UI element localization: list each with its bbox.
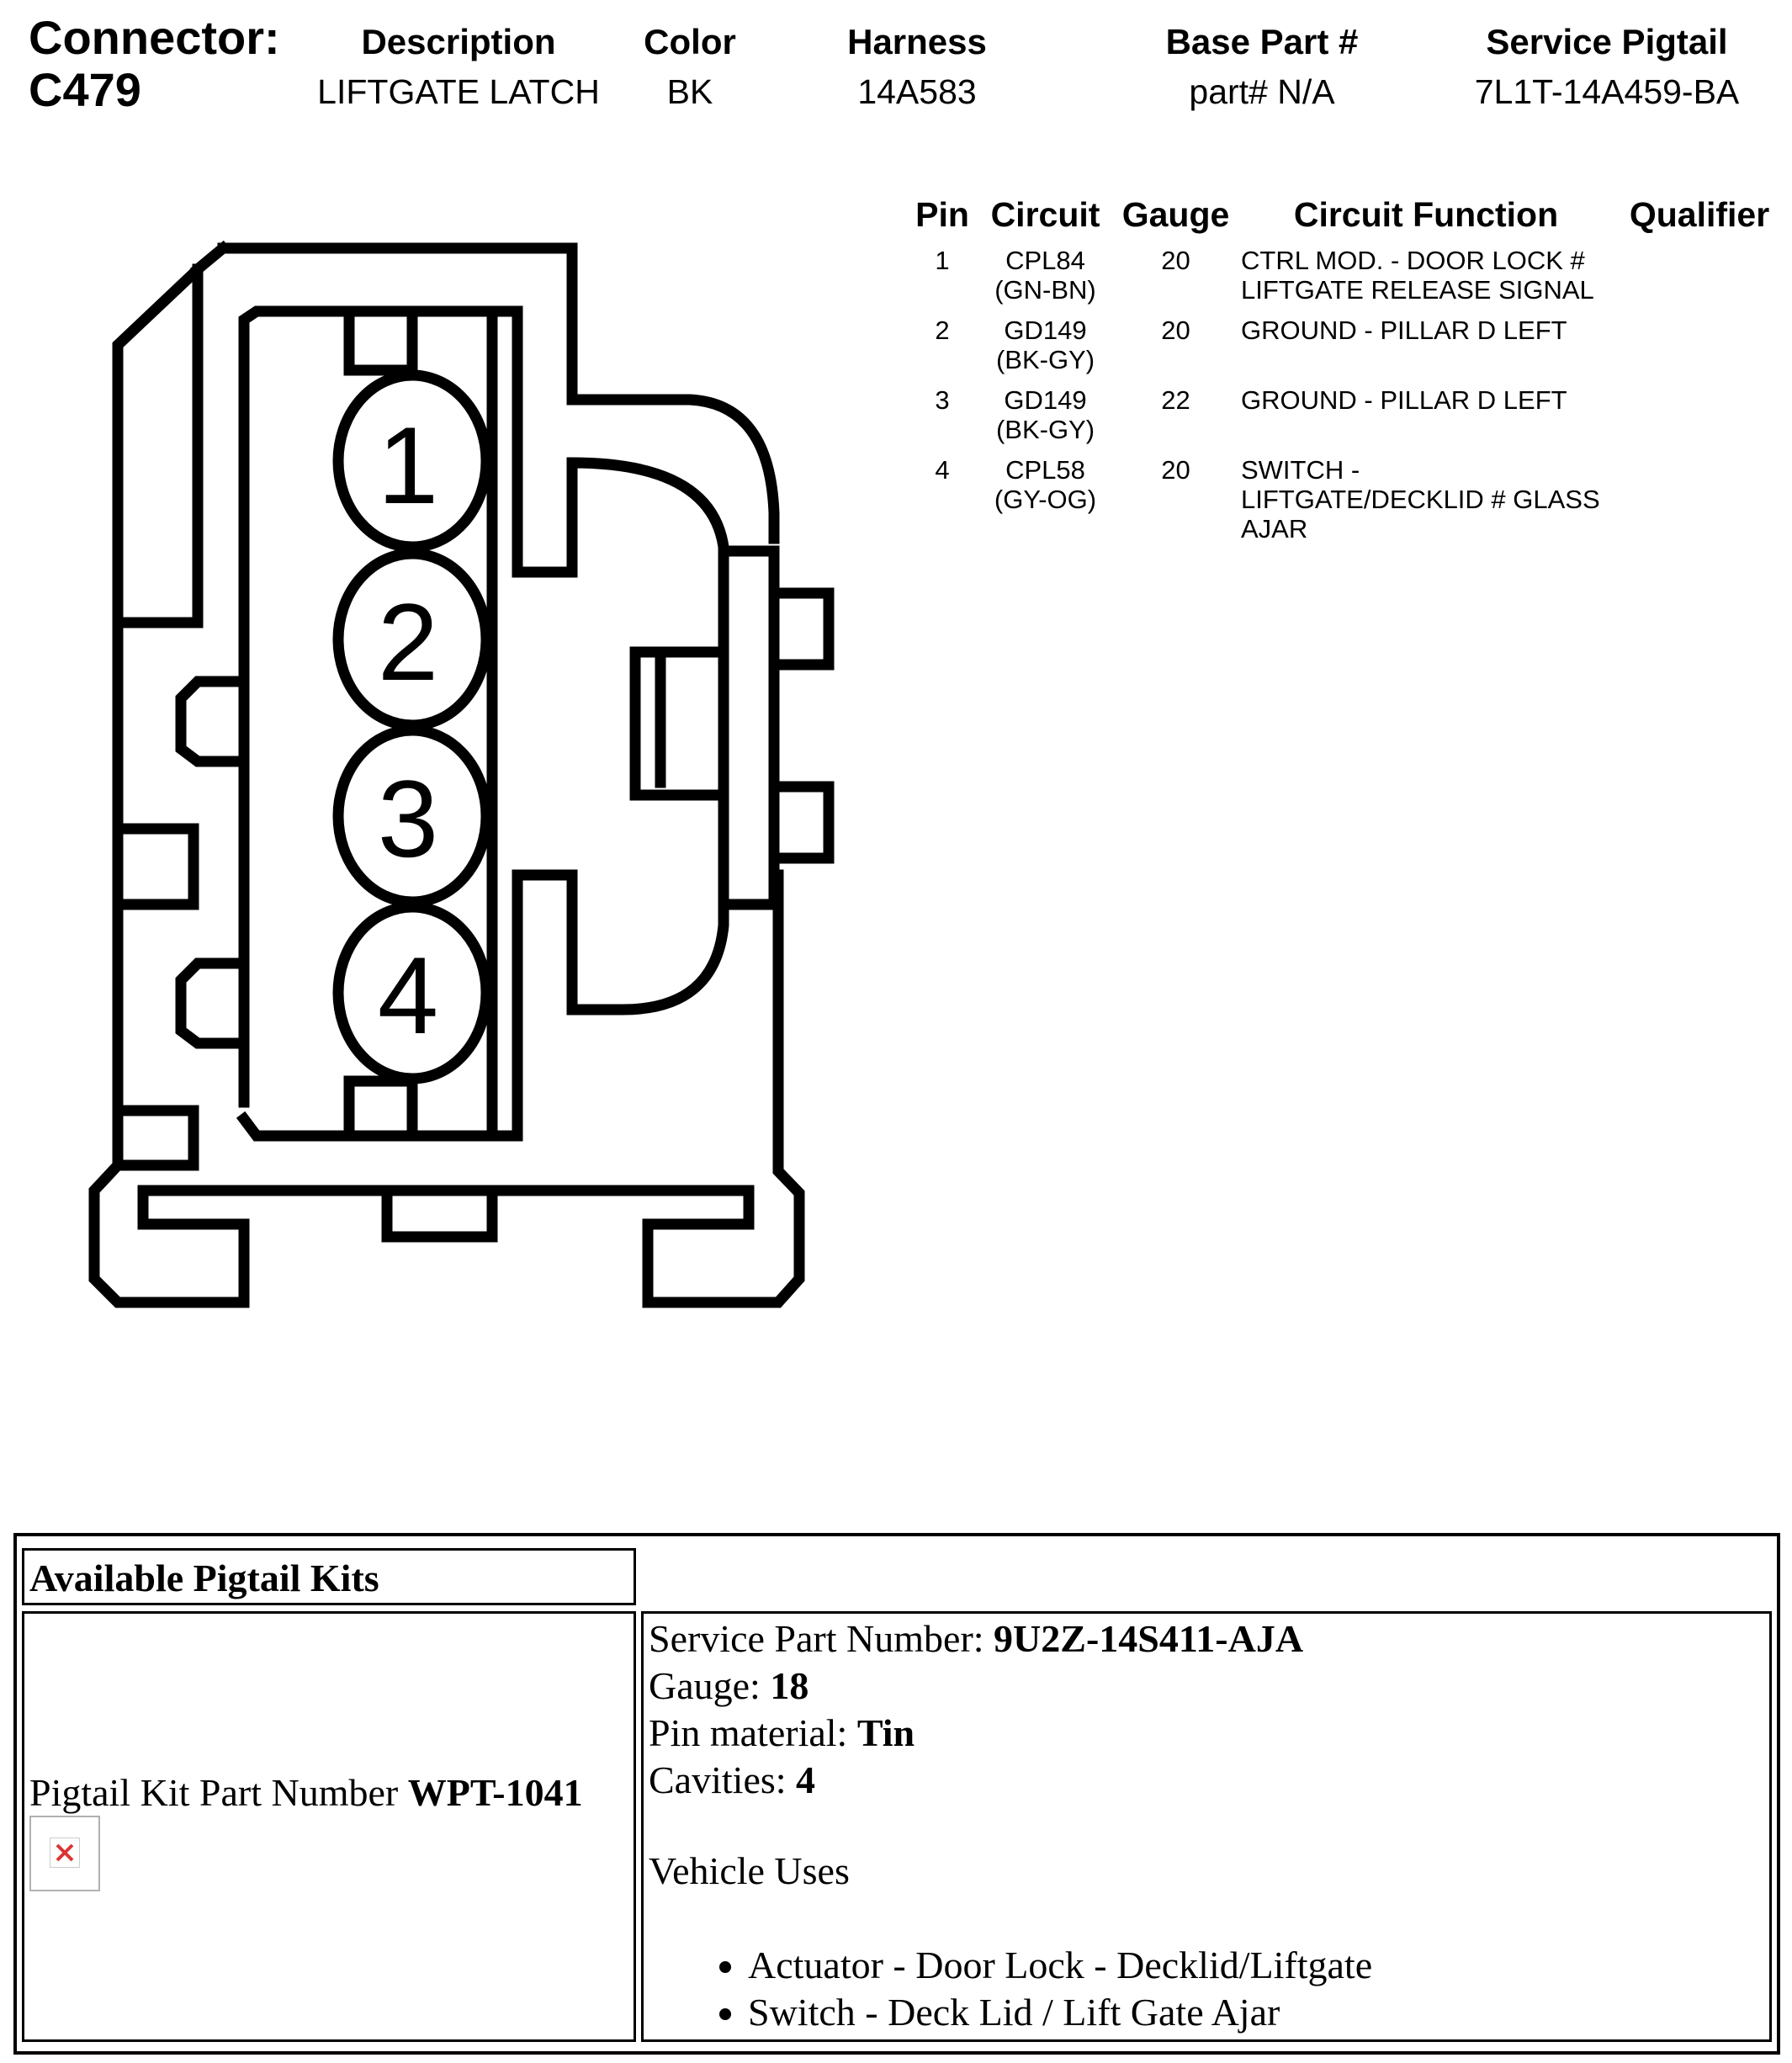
connector-label: Connector: xyxy=(29,11,280,64)
list-item: Switch - Deck Lid / Lift Gate Ajar xyxy=(748,1989,1372,2036)
cavities-line: Cavities: 4 xyxy=(649,1757,1372,1804)
housing-inner-top xyxy=(189,240,231,278)
service-part-number-line: Service Part Number: 9U2Z-14S411-AJA xyxy=(649,1615,1372,1663)
gauge-value: 20 xyxy=(1161,455,1190,485)
pin-material-line: Pin material: Tin xyxy=(649,1710,1372,1757)
pigtail-kit-number-cell: Pigtail Kit Part Number WPT-1041 xyxy=(22,1611,636,2042)
pin-cavities xyxy=(332,369,492,1085)
description-value: LIFTGATE LATCH xyxy=(317,72,600,111)
pigtail-kits-outer-table xyxy=(13,1533,1780,2055)
gauge-value: 20 xyxy=(1161,316,1190,345)
list-item: Actuator - Door Lock - Decklid/Liftgate xyxy=(748,1942,1372,1989)
pin-cavity-1 xyxy=(332,369,492,553)
pin-cavity-label: 2 xyxy=(378,581,438,703)
table-row: 3 GD149 (BK-GY) 22 GROUND - PILLAR D LEF… xyxy=(904,385,1784,453)
pin-material-label: Pin material: xyxy=(649,1711,857,1754)
left-notch-middle xyxy=(112,823,199,910)
right-latch-lower-tab xyxy=(768,781,835,864)
table-row: 1 CPL84 (GN-BN) 20 CTRL MOD. - DOOR LOCK… xyxy=(904,246,1784,313)
service-pigtail-header: Service Pigtail xyxy=(1486,22,1728,61)
function-line: GROUND - PILLAR D LEFT xyxy=(1241,316,1567,345)
vehicle-uses-list: Actuator - Door Lock - Decklid/Liftgate … xyxy=(649,1942,1372,2036)
pigtail-kits-title-cell: Available Pigtail Kits xyxy=(22,1548,636,1605)
cavities-value: 4 xyxy=(796,1758,816,1801)
base-slot-left xyxy=(137,1185,755,1308)
pigtail-kit-number-line: Pigtail Kit Part Number WPT-1041 xyxy=(29,1769,583,1816)
housing-outline xyxy=(217,242,780,544)
pigtail-details-cell: Service Part Number: 9U2Z-14S411-AJA Gau… xyxy=(641,1611,1772,2042)
pigtail-kit-label: Pigtail Kit Part Number xyxy=(29,1771,408,1814)
harness-header: Harness xyxy=(847,22,987,61)
pigtail-details: Service Part Number: 9U2Z-14S411-AJA Gau… xyxy=(649,1615,1372,2036)
gauge-value: 20 xyxy=(1161,246,1190,275)
service-part-number-label: Service Part Number: xyxy=(649,1617,994,1660)
connector-id: C479 xyxy=(29,63,141,116)
gauge-label: Gauge: xyxy=(649,1664,771,1707)
wire-color: (GY-OG) xyxy=(994,485,1097,514)
housing-inner-left-rail xyxy=(112,263,204,628)
qualifier-column-header: Qualifier xyxy=(1629,195,1770,234)
connector-face-diagram: 1 2 3 4 xyxy=(88,240,835,1308)
wire-color: (BK-GY) xyxy=(995,415,1095,444)
pin-material-value: Tin xyxy=(856,1711,915,1754)
circuit-id: GD149 xyxy=(1004,316,1087,345)
cavities-label: Cavities: xyxy=(649,1758,797,1801)
gauge-line: Gauge: 18 xyxy=(649,1663,1372,1710)
description-header: Description xyxy=(361,22,556,61)
pin-cavity-4 xyxy=(332,901,492,1085)
gauge-value: 22 xyxy=(1161,385,1190,415)
housing-bottom-right xyxy=(642,869,805,1308)
housing-left-wall xyxy=(112,265,202,1171)
pigtail-kits-title: Available Pigtail Kits xyxy=(29,1557,379,1599)
wire-color: (GN-BN) xyxy=(994,275,1096,305)
service-pigtail-value: 7L1T-14A459-BA xyxy=(1474,72,1740,111)
wire-color: (BK-GY) xyxy=(995,345,1095,374)
circuit-id: GD149 xyxy=(1004,385,1087,415)
table-row: 4 CPL58 (GY-OG) 20 SWITCH - LIFTGATE/DEC… xyxy=(904,455,1784,548)
vehicle-uses-heading: Vehicle Uses xyxy=(649,1849,850,1892)
function-line: SWITCH - xyxy=(1241,455,1360,485)
function-line: LIFTGATE/DECKLID # GLASS xyxy=(1241,485,1600,514)
color-header: Color xyxy=(644,22,736,61)
gauge-column-header: Gauge xyxy=(1121,195,1230,234)
pin-column-header: Pin xyxy=(915,195,969,234)
housing-bottom xyxy=(88,1157,250,1308)
pin-cavity-label: 3 xyxy=(378,757,438,880)
base-part-value: part# N/A xyxy=(1189,72,1335,111)
right-latch-slot xyxy=(629,646,729,801)
color-value: BK xyxy=(666,72,713,111)
pin-rail-inner xyxy=(343,310,418,376)
function-line: LIFTGATE RELEASE SIGNAL xyxy=(1241,275,1594,305)
pin-number: 1 xyxy=(935,246,950,275)
pin-cavity-label: 4 xyxy=(378,934,438,1057)
circuit-id: CPL58 xyxy=(1005,455,1085,485)
pin-number: 3 xyxy=(935,385,950,415)
service-part-number-value: 9U2Z-14S411-AJA xyxy=(994,1617,1304,1660)
broken-image-icon xyxy=(29,1816,100,1891)
function-line: AJAR xyxy=(1241,514,1308,544)
circuit-column-header: Circuit xyxy=(990,195,1100,234)
function-line: GROUND - PILLAR D LEFT xyxy=(1241,385,1567,415)
base-slot-center xyxy=(381,1185,498,1243)
pigtail-kit-number: WPT-1041 xyxy=(407,1771,583,1814)
circuit-function-column-header: Circuit Function xyxy=(1293,195,1559,234)
gauge-value: 18 xyxy=(770,1664,809,1707)
right-latch-body xyxy=(718,545,780,910)
pin-number: 4 xyxy=(935,455,950,485)
left-notch-lower xyxy=(175,957,250,1049)
left-bottom-tab xyxy=(112,1105,199,1171)
circuit-id: CPL84 xyxy=(1005,246,1085,275)
pin-number: 2 xyxy=(935,316,950,345)
table-row: 2 GD149 (BK-GY) 20 GROUND - PILLAR D LEF… xyxy=(904,316,1784,383)
base-part-header: Base Part # xyxy=(1165,22,1359,61)
pin-rail-bottom xyxy=(343,1075,418,1138)
harness-value: 14A583 xyxy=(857,72,977,111)
function-line: CTRL MOD. - DOOR LOCK # xyxy=(1241,246,1585,275)
left-notch-upper xyxy=(175,676,250,767)
pin-cavity-label: 1 xyxy=(378,404,438,527)
right-latch-upper-tab xyxy=(768,587,835,671)
